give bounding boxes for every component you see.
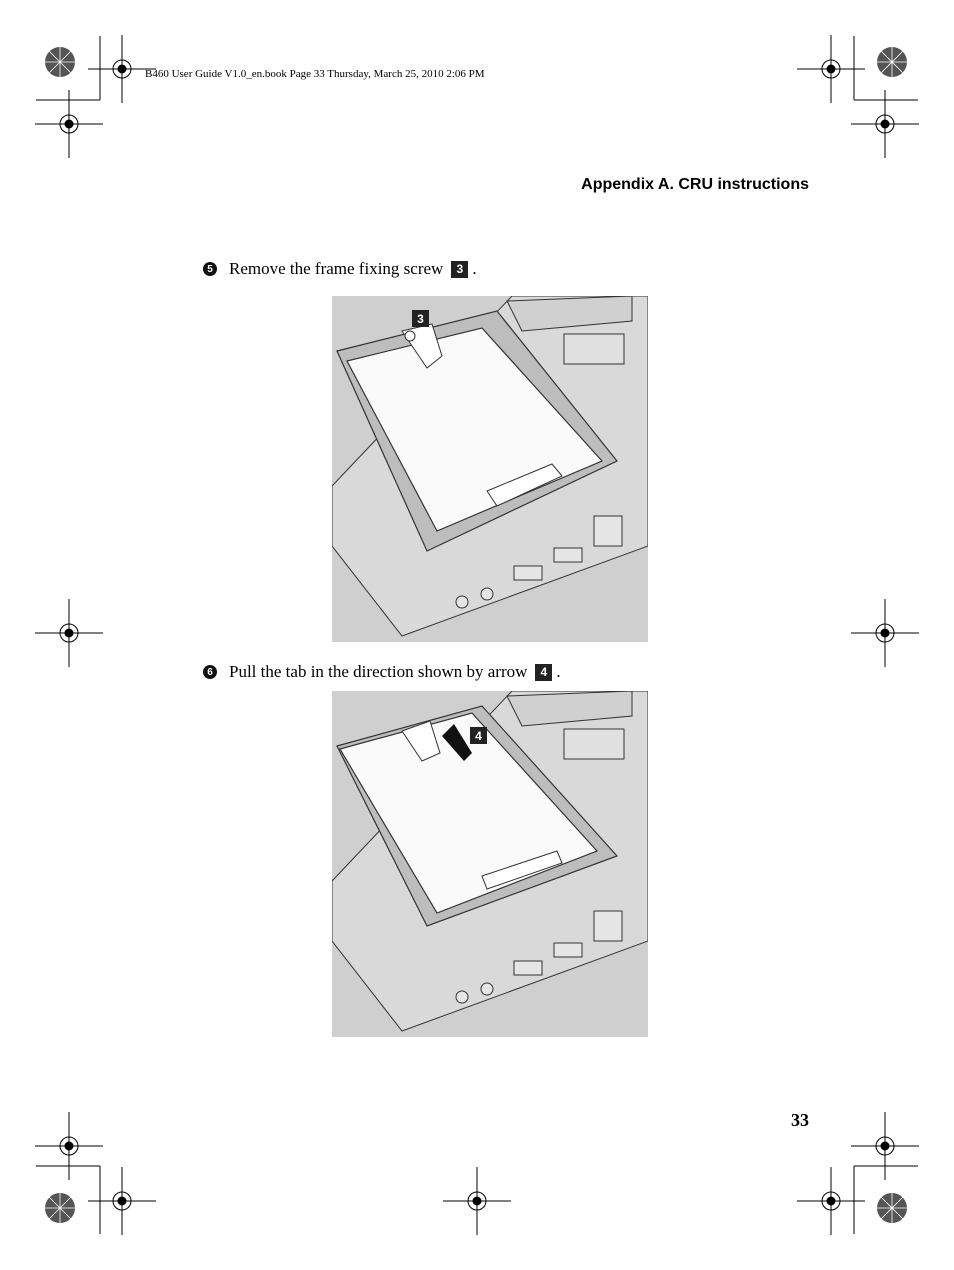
step-trailing: . bbox=[556, 662, 561, 681]
step-number: 5 bbox=[203, 262, 217, 276]
step-text: Remove the frame fixing screw bbox=[229, 259, 444, 278]
figure-callout-4: 4 bbox=[470, 727, 487, 744]
step-6: 6 Pull the tab in the direction shown by… bbox=[203, 662, 561, 682]
step-text: Pull the tab in the direction shown by a… bbox=[229, 662, 528, 681]
callout-badge: 4 bbox=[535, 663, 553, 681]
laptop-bottom-illustration bbox=[332, 691, 648, 1037]
laptop-bottom-illustration bbox=[332, 296, 648, 642]
figure-remove-screw: 3 bbox=[332, 296, 648, 642]
page-number: 33 bbox=[791, 1110, 809, 1130]
section-title: Appendix A. CRU instructions bbox=[581, 176, 809, 193]
step-5: 5 Remove the frame fixing screw 3 . bbox=[203, 259, 477, 279]
step-number: 6 bbox=[203, 665, 217, 679]
running-header: B460 User Guide V1.0_en.book Page 33 Thu… bbox=[145, 68, 485, 80]
step-trailing: . bbox=[472, 259, 477, 278]
figure-callout-3: 3 bbox=[412, 310, 429, 327]
figure-pull-tab: 4 bbox=[332, 691, 648, 1037]
callout-badge: 3 bbox=[451, 260, 469, 278]
